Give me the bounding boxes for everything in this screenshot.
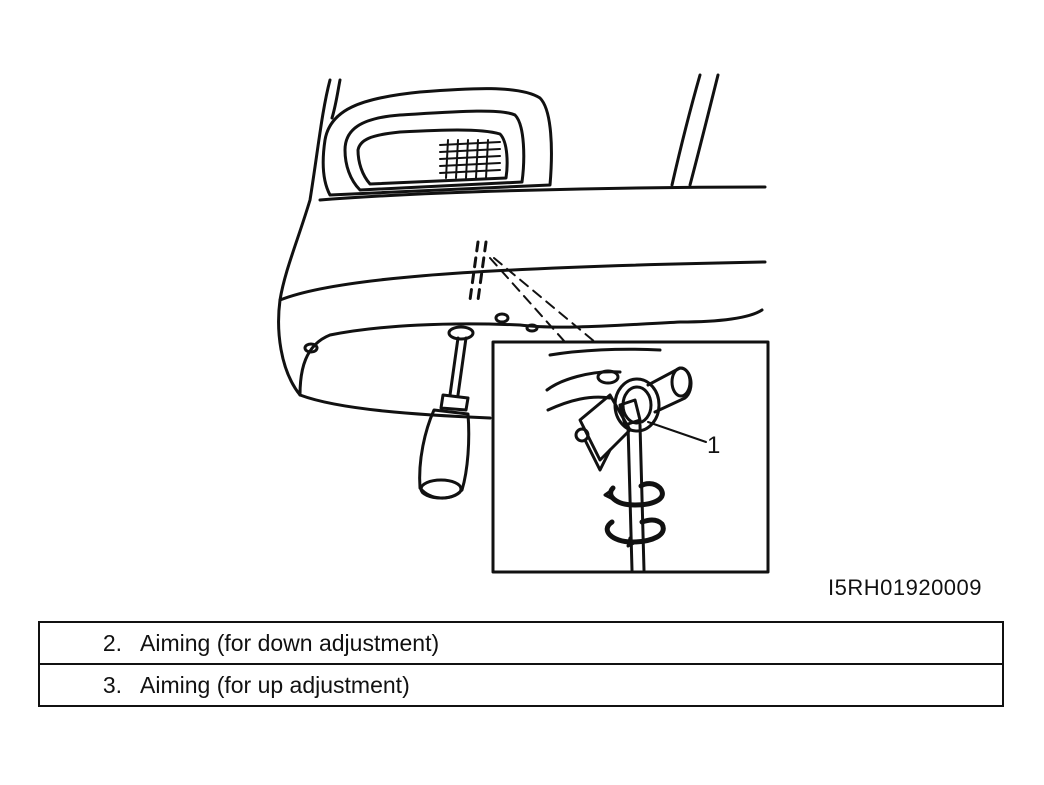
legend-cell: 3. Aiming (for up adjustment): [38, 663, 1004, 707]
screwdriver: [418, 240, 488, 500]
legend-row: 3. Aiming (for up adjustment): [38, 663, 1004, 707]
headlamp-aiming-illustration: 1: [277, 73, 770, 574]
vehicle-body: [277, 73, 767, 420]
legend-table: 2. Aiming (for down adjustment) 3. Aiming …: [38, 621, 1004, 707]
legend-cell: 2. Aiming (for down adjustment): [38, 621, 1004, 665]
legend-text: Aiming (for down adjustment): [140, 629, 440, 656]
callout-label: 1: [707, 432, 720, 459]
headlamp: [321, 87, 553, 197]
figure-id: I5RH01920009: [828, 575, 983, 600]
legend-text: Aiming (for up adjustment): [140, 671, 410, 698]
legend-row: 2. Aiming (for down adjustment): [38, 621, 1004, 665]
inset-detail: 1: [491, 340, 770, 574]
legend-number: 2.: [102, 629, 122, 656]
projection-lines: [489, 257, 596, 343]
legend-number: 3.: [102, 671, 122, 698]
